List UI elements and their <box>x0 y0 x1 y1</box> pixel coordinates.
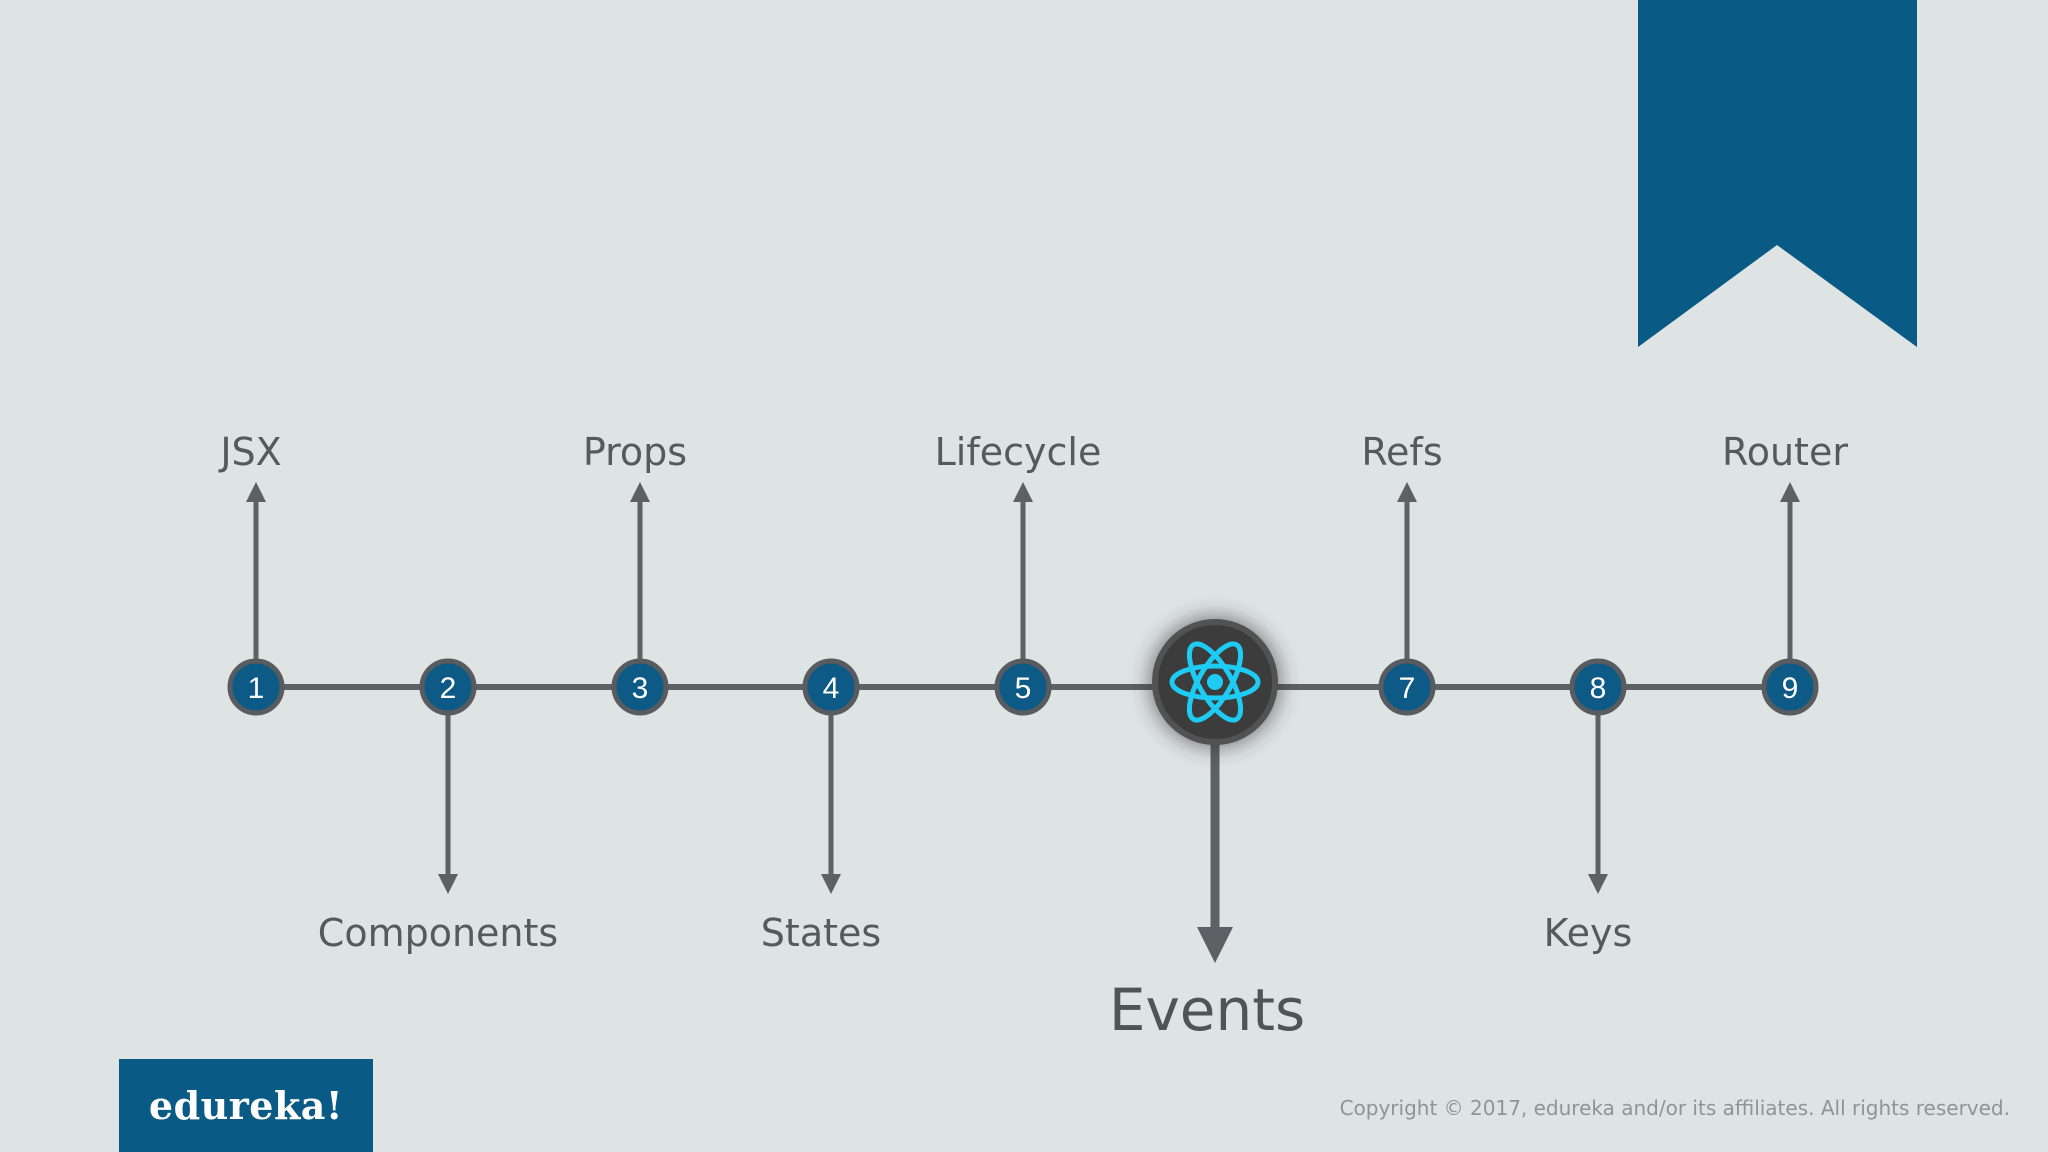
topic-label-lifecycle: Lifecycle <box>935 430 1102 474</box>
node-number: 2 <box>440 672 457 705</box>
node-number: 3 <box>632 672 649 705</box>
timeline-node-9: 9 <box>1761 658 1819 716</box>
node-number: 5 <box>1015 672 1032 705</box>
focus-node <box>1152 619 1278 745</box>
node-number: 4 <box>823 672 840 705</box>
topic-label-jsx: JSX <box>218 430 281 474</box>
timeline-node-3: 3 <box>611 658 669 716</box>
topic-label-components: Components <box>318 911 558 955</box>
timeline-node-1: 1 <box>227 658 285 716</box>
node-number: 7 <box>1399 672 1416 705</box>
topic-label-refs: Refs <box>1361 430 1442 474</box>
timeline-node-5: 5 <box>994 658 1052 716</box>
timeline-node-4: 4 <box>802 658 860 716</box>
topic-label-keys: Keys <box>1544 911 1633 955</box>
edureka-logo: edureka! <box>119 1059 373 1152</box>
bookmark-ribbon <box>1638 0 1917 347</box>
topic-label-router: Router <box>1722 430 1848 474</box>
timeline-node-7: 7 <box>1378 658 1436 716</box>
node-number: 8 <box>1590 672 1607 705</box>
react-logo-icon <box>1169 641 1261 723</box>
topic-label-states: States <box>761 911 881 955</box>
topic-label-events: Events <box>1109 976 1305 1044</box>
copyright-notice: Copyright © 2017, edureka and/or its aff… <box>1339 1096 2010 1120</box>
node-number: 1 <box>248 672 265 705</box>
logo-text: edureka! <box>148 1083 344 1128</box>
timeline-node-8: 8 <box>1569 658 1627 716</box>
timeline-node-2: 2 <box>419 658 477 716</box>
topic-label-props: Props <box>583 430 687 474</box>
node-number: 9 <box>1782 672 1799 705</box>
